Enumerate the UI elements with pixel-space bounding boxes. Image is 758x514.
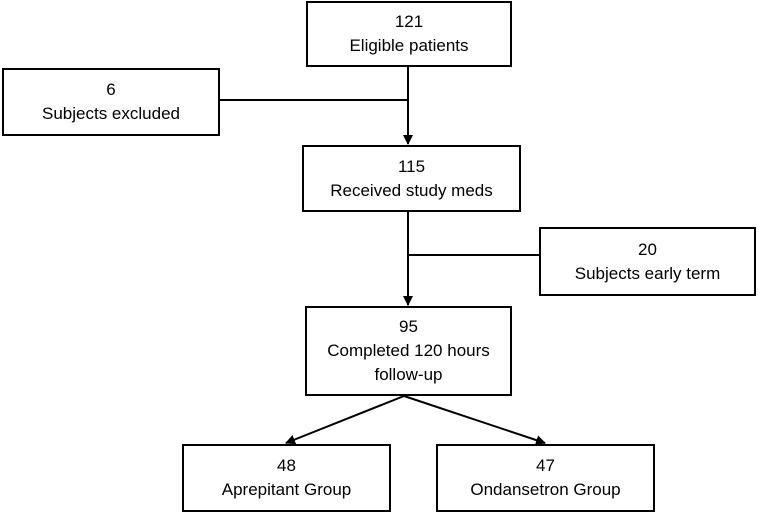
completed-count: 95 bbox=[399, 317, 418, 336]
eligible-label: Eligible patients bbox=[349, 36, 469, 55]
early-term-label: Subjects early term bbox=[574, 263, 721, 283]
aprepitant-count: 48 bbox=[277, 456, 296, 475]
early-term-count: 20 bbox=[638, 239, 657, 259]
subjects-early-term-box: 20 Subjects early term bbox=[539, 227, 756, 296]
completed-label-line2: follow-up bbox=[374, 365, 443, 384]
excluded-label: Subjects excluded bbox=[42, 104, 180, 123]
completed-label-line1: Completed 120 hours bbox=[327, 341, 490, 360]
ondansetron-count: 47 bbox=[536, 456, 555, 475]
received-label: Received study meds bbox=[330, 180, 493, 200]
completed-followup-box: 95 Completed 120 hours follow-up bbox=[305, 306, 512, 396]
aprepitant-group-box: 48 Aprepitant Group bbox=[182, 444, 391, 512]
received-count: 115 bbox=[397, 156, 426, 176]
received-study-meds-box: 115 Received study meds bbox=[302, 145, 521, 212]
connector-completed-to-ondansetron bbox=[403, 395, 546, 445]
ondansetron-group-box: 47 Ondansetron Group bbox=[436, 444, 655, 512]
excluded-count: 6 bbox=[106, 80, 116, 99]
aprepitant-label: Aprepitant Group bbox=[221, 480, 352, 499]
eligible-patients-box: 121 Eligible patients bbox=[306, 1, 512, 67]
ondansetron-label: Ondansetron Group bbox=[470, 480, 621, 499]
eligible-count: 121 bbox=[394, 12, 424, 31]
subjects-excluded-box: 6 Subjects excluded bbox=[2, 68, 220, 136]
connector-completed-to-aprepitant bbox=[285, 395, 405, 445]
